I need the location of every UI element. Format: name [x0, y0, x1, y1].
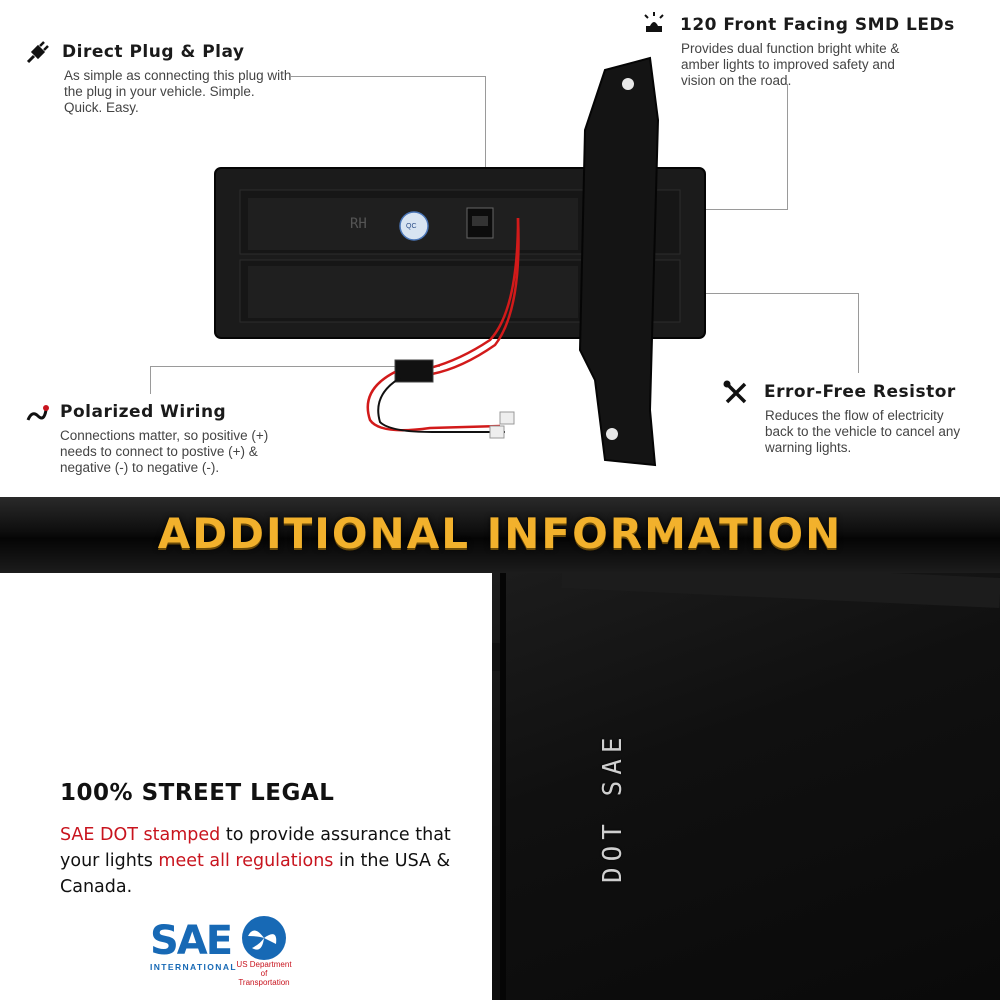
housing-edge: [492, 573, 1000, 1000]
feature-title: Polarized Wiring: [60, 402, 227, 422]
dot-logo-icon: [242, 916, 286, 960]
leader-line: [150, 366, 440, 367]
leader-line: [485, 76, 486, 206]
feature-title: Error-Free Resistor: [764, 382, 956, 402]
light-beacon-icon: [644, 12, 664, 32]
body-text: in the USA & Canada.: [60, 851, 451, 897]
stamp-text: DOT SAE: [598, 731, 628, 883]
body-text: to provide assurance that your lights: [60, 825, 451, 871]
feature-description: Provides dual function bright white & am…: [681, 41, 900, 88]
feature-description: As simple as connecting this plug with t…: [64, 68, 292, 115]
sae-logo-subtitle: INTERNATIONAL: [150, 962, 237, 972]
banner-title: ADDITIONAL INFORMATION: [157, 509, 843, 558]
dot-sae-stamp: DOT SAE: [588, 705, 658, 895]
sae-logo: SAE: [150, 918, 233, 964]
wrench-screwdriver-icon: [723, 380, 747, 404]
leader-line: [675, 293, 858, 294]
side-mark-text: RH: [350, 216, 367, 232]
wire-icon: [26, 405, 49, 421]
feature-title: 120 Front Facing SMD LEDs: [680, 15, 955, 35]
leader-line: [700, 209, 788, 210]
feature-description: Connections matter, so positive (+) need…: [60, 428, 269, 475]
highlight-text: SAE DOT stamped: [60, 825, 221, 845]
leader-line: [290, 76, 486, 77]
leader-line: [858, 293, 859, 373]
product-closeup-panel: [492, 573, 1000, 1000]
qc-sticker: QC: [406, 223, 417, 230]
feature-description: Reduces the flow of electricity back to …: [765, 408, 961, 455]
side-marker-light-product: RH QC: [214, 56, 706, 467]
street-legal-body: SAE DOT stamped to provide assurance tha…: [60, 822, 480, 900]
leader-line: [787, 84, 788, 210]
additional-information-banner: ADDITIONAL INFORMATION: [0, 497, 1000, 573]
dot-logo-subtitle: US Department of Transportation: [236, 960, 292, 987]
plug-icon: [26, 41, 49, 64]
street-legal-title: 100% STREET LEGAL: [60, 780, 335, 806]
leader-line: [150, 366, 151, 394]
feature-title: Direct Plug & Play: [62, 42, 245, 62]
highlight-text: meet all regulations: [158, 851, 334, 871]
